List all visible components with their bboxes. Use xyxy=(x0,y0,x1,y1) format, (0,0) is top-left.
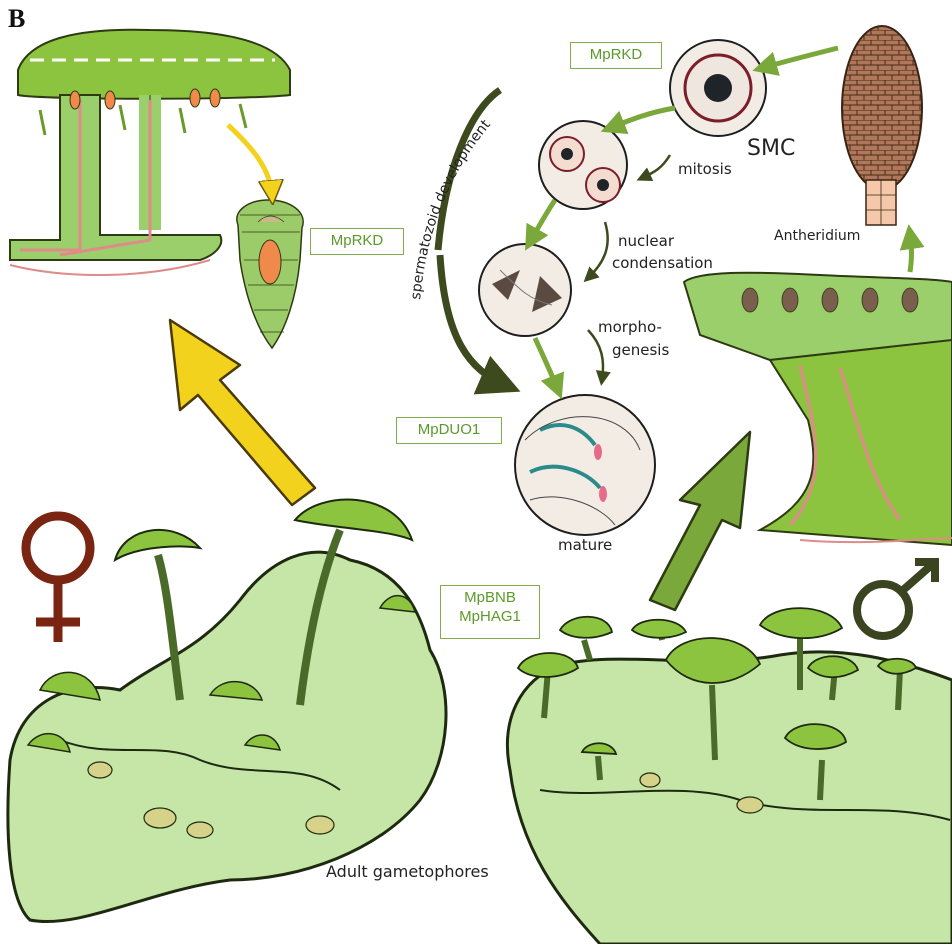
adult-gametophores-label: Adult gametophores xyxy=(326,862,489,881)
gene-label-mpbnb: MpBNB xyxy=(449,589,531,608)
genesis-label: genesis xyxy=(612,341,669,359)
panel-letter: B xyxy=(8,4,25,34)
morpho-label: morpho- xyxy=(598,318,662,336)
condensation-label: condensation xyxy=(612,254,713,272)
gene-label-mpduo1: MpDUO1 xyxy=(396,417,502,444)
smc-label: SMC xyxy=(747,136,795,161)
mitosis-label: mitosis xyxy=(678,160,732,178)
mitosis-circle xyxy=(539,121,627,209)
gene-label-mprkd-left: MpRKD xyxy=(310,228,404,255)
female-gametophyte xyxy=(8,500,446,922)
female-symbol xyxy=(26,516,90,642)
condensation-circle xyxy=(479,244,571,336)
arrow-to-antheridium xyxy=(910,234,912,272)
antheridium-label: Antheridium xyxy=(774,228,860,244)
gene-label-box-bnb-hag1: MpBNB MpHAG1 xyxy=(440,585,540,639)
archegonium xyxy=(237,200,303,348)
smc-circle xyxy=(670,40,766,136)
gene-label-mprkd-top: MpRKD xyxy=(570,42,662,69)
nuclear-label: nuclear xyxy=(618,232,674,250)
antheridium xyxy=(842,26,922,225)
mature-label: mature xyxy=(558,536,612,554)
male-gametophyte xyxy=(507,608,952,944)
big-yellow-arrow xyxy=(170,320,315,505)
arrow-to-archegonium xyxy=(228,125,272,195)
male-symbol xyxy=(857,562,935,636)
mature-circle xyxy=(515,395,655,535)
big-green-arrow xyxy=(650,432,750,610)
gene-label-mphag1: MpHAG1 xyxy=(449,608,531,627)
